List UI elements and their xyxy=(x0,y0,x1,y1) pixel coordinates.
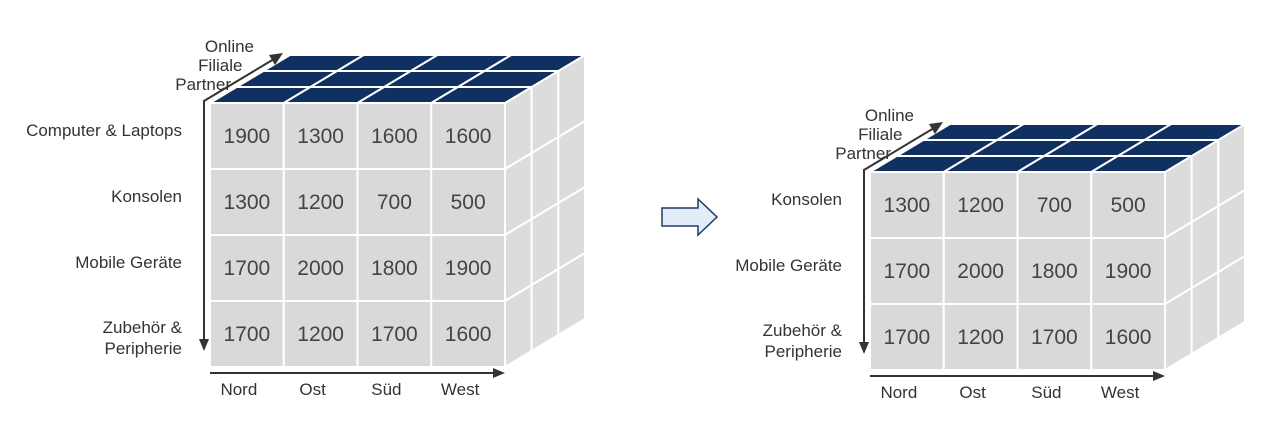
cell-value: 1900 xyxy=(224,125,271,148)
front-cell xyxy=(430,168,506,236)
depth-label: Online xyxy=(865,106,914,125)
y-axis-arrowhead xyxy=(199,339,209,351)
depth-label: Online xyxy=(205,37,254,56)
cell-value: 500 xyxy=(451,191,486,214)
front-cell xyxy=(209,168,285,236)
front-cell xyxy=(430,102,506,170)
column-label: Süd xyxy=(1031,383,1061,402)
front-cell xyxy=(282,300,359,368)
cell-value: 1700 xyxy=(371,323,418,346)
right-arrow-icon xyxy=(661,197,719,237)
column-label: Ost xyxy=(959,383,986,402)
cell-value: 1600 xyxy=(445,323,492,346)
front-cell xyxy=(942,237,1019,305)
depth-label: Filiale xyxy=(858,125,902,144)
front-cell xyxy=(869,303,945,371)
cell-value: 1800 xyxy=(1031,260,1078,283)
column-label: Nord xyxy=(880,383,917,402)
row-label: Konsolen xyxy=(771,190,842,209)
cell-value: 1700 xyxy=(224,257,271,280)
cell-value: 1600 xyxy=(1105,326,1152,349)
top-cell xyxy=(480,54,589,72)
row-label-line: Peripherie xyxy=(765,342,843,361)
depth-label: Partner xyxy=(175,75,231,94)
cell-value: 1900 xyxy=(1105,260,1152,283)
cell-value: 1300 xyxy=(884,194,931,217)
z-axis-arrowhead xyxy=(929,122,943,134)
y-z-axis-line xyxy=(863,127,935,345)
x-axis-arrowhead xyxy=(1153,371,1165,381)
cell-value: 500 xyxy=(1111,194,1146,217)
cell-value: 1700 xyxy=(224,323,271,346)
row-label: Mobile Geräte xyxy=(735,256,842,275)
row-label-line: Peripherie xyxy=(105,339,183,358)
column-label: West xyxy=(1101,383,1140,402)
row-label: Konsolen xyxy=(111,187,182,206)
left-cube: 1900 1300 1600 1600 1300 1200 700 500 1700 2000 18… xyxy=(26,37,589,399)
cell-value: 1900 xyxy=(445,257,492,280)
front-cell xyxy=(1090,237,1166,305)
x-axis-arrowhead xyxy=(493,368,505,378)
side-cell xyxy=(557,251,586,337)
front-cell xyxy=(430,234,506,302)
side-cell xyxy=(1217,254,1246,340)
front-cell xyxy=(942,303,1019,371)
cell-value: 1200 xyxy=(297,191,344,214)
cell-value: 1300 xyxy=(224,191,271,214)
depth-label: Partner xyxy=(835,144,891,163)
cell-value: 1200 xyxy=(957,194,1004,217)
row-label-line: Zubehör & xyxy=(103,318,183,337)
cell-value: 700 xyxy=(1037,194,1072,217)
cell-value: 1800 xyxy=(371,257,418,280)
cell-value: 1700 xyxy=(1031,326,1078,349)
z-axis-arrowhead xyxy=(269,53,283,65)
front-cell xyxy=(282,234,359,302)
column-label: Süd xyxy=(371,380,401,399)
depth-label: Filiale xyxy=(198,56,242,75)
cell-value: 1600 xyxy=(371,125,418,148)
y-axis-arrowhead xyxy=(859,342,869,354)
column-label: West xyxy=(441,380,480,399)
front-cell xyxy=(1090,303,1166,371)
cell-value: 700 xyxy=(377,191,412,214)
row-label: Computer & Laptops xyxy=(26,121,182,140)
cell-value: 1700 xyxy=(884,326,931,349)
right-cube: 1300 1200 700 500 1700 2000 1800 1900 1700 1200 17… xyxy=(735,106,1249,402)
row-label: Zubehör & Peripherie xyxy=(103,318,183,358)
y-z-axis-line xyxy=(203,58,275,342)
column-label: Nord xyxy=(220,380,257,399)
front-cell xyxy=(1016,303,1093,371)
row-label: Mobile Geräte xyxy=(75,253,182,272)
cell-value: 1300 xyxy=(297,125,344,148)
top-cell xyxy=(1140,123,1249,141)
front-cell xyxy=(942,171,1019,239)
column-label: Ost xyxy=(299,380,326,399)
cell-value: 2000 xyxy=(297,257,344,280)
row-label: Zubehör & Peripherie xyxy=(763,321,843,361)
front-cell xyxy=(1090,171,1166,239)
cell-value: 1600 xyxy=(445,125,492,148)
front-cell xyxy=(1016,237,1093,305)
cell-value: 2000 xyxy=(957,260,1004,283)
cell-value: 1700 xyxy=(884,260,931,283)
row-label-line: Zubehör & xyxy=(763,321,843,340)
cell-value: 1200 xyxy=(297,323,344,346)
front-cell xyxy=(430,300,506,368)
front-cell xyxy=(356,300,433,368)
cell-value: 1200 xyxy=(957,326,1004,349)
